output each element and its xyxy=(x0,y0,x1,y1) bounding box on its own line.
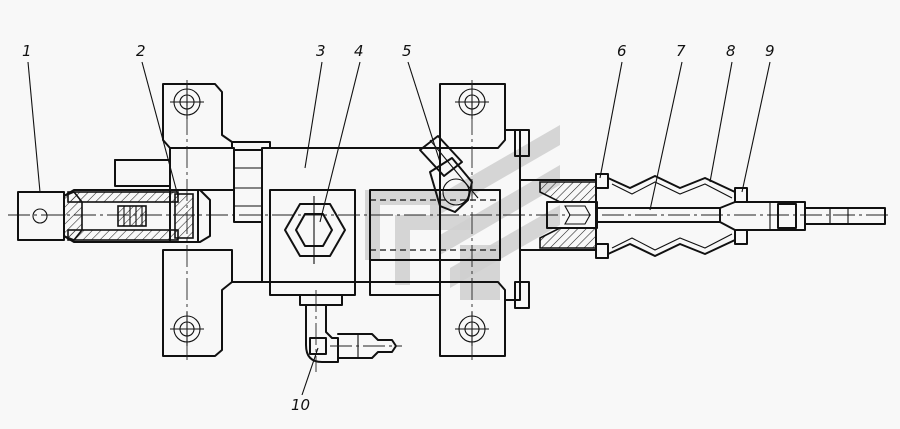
callout-6: 6 xyxy=(617,42,627,60)
callout-1: 1 xyxy=(22,42,32,60)
callout-3: 3 xyxy=(316,42,326,60)
hex-plug xyxy=(284,196,346,264)
housing-body xyxy=(261,147,501,296)
leader-lines xyxy=(27,61,771,396)
callout-9: 9 xyxy=(765,42,775,60)
callout-7: 7 xyxy=(676,42,686,60)
elbow-nipple xyxy=(299,290,402,372)
callout-10: 10 xyxy=(291,396,310,414)
callout-8: 8 xyxy=(726,42,736,60)
callout-4: 4 xyxy=(354,42,364,60)
callout-2: 2 xyxy=(136,42,146,60)
callout-5: 5 xyxy=(402,42,412,60)
clevis-assembly xyxy=(17,147,263,243)
angled-fitting xyxy=(419,135,479,213)
watermark-logo xyxy=(365,125,560,300)
rod-and-boot xyxy=(519,173,886,259)
